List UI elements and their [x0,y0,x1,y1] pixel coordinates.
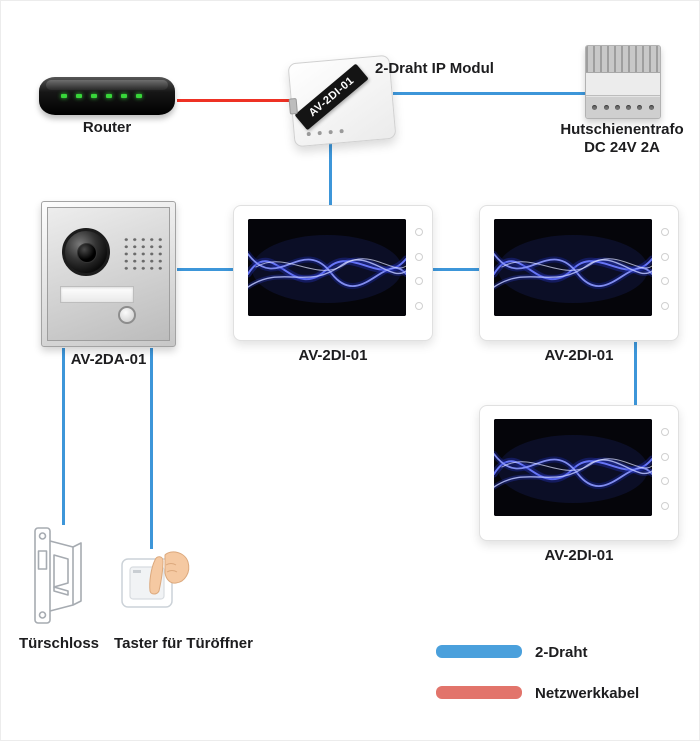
router-led [106,94,112,98]
door-lock-label: Türschloss [18,635,100,652]
monitor-screen [248,219,406,316]
trafo-label-line2: DC 24V 2A [584,139,660,156]
door-opener-button-illustration [121,551,190,608]
ip-module-terminals [306,128,344,137]
door-station-panel [47,207,170,341]
wire-doorstation-to-monitor1 [177,268,233,271]
din-rail-transformer-device [585,45,661,119]
screen-wave-art [494,419,652,516]
monitor3-label: AV-2DI-01 [544,547,614,564]
terminal-hole [317,130,322,136]
router-leds [61,94,142,98]
legend-label-netzwerkkabel: Netzwerkkabel [535,685,640,702]
router-device [39,77,175,115]
router-led [61,94,67,98]
ip-module-label: 2-Draht IP Modul [375,60,494,77]
monitor-icon [661,277,669,286]
unlock-icon [415,301,423,310]
menu-icon [661,228,669,236]
wire-monitor2-to-monitor3 [634,342,637,405]
monitor-icon [661,477,669,486]
door-lock-illustration [34,527,82,624]
router-led [76,94,82,98]
bezel-icons [412,228,426,310]
screen-wave-art [494,219,652,316]
door-station-label: AV-2DA-01 [70,351,147,368]
terminal-screw [637,105,643,110]
monitor-icon [415,277,423,286]
terminal-screw [626,105,632,110]
router-led [136,94,142,98]
door-opener-button-label: Taster für Türöffner [114,635,253,652]
monitor2-label: AV-2DI-01 [544,347,614,364]
legend-bar-netzwerkkabel [436,686,522,699]
talk-icon [415,252,423,261]
terminal-hole [306,131,311,137]
wire-module-to-trafo [393,92,587,95]
router-led [121,94,127,98]
legend-label-2draht: 2-Draht [535,644,588,661]
trafo-label-line1: Hutschienentrafo [560,121,684,138]
speaker-grille [122,236,164,272]
legend-bar-2draht [436,645,522,658]
indoor-monitor-3 [479,405,679,541]
terminal-screw [614,105,620,110]
camera-lens-icon [62,228,110,276]
monitor-screen [494,419,652,516]
trafo-terminals [586,97,660,118]
call-button [118,306,136,324]
router-led [91,94,97,98]
monitor1-label: AV-2DI-01 [298,347,368,364]
screen-wave-art [248,219,406,316]
indoor-monitor-2 [479,205,679,341]
menu-icon [415,228,423,236]
name-plate [60,286,134,303]
terminal-screw [592,105,598,110]
bezel-icons [658,428,672,510]
unlock-icon [661,501,669,510]
monitor-screen [494,219,652,316]
trafo-body [586,73,660,96]
unlock-icon [661,301,669,310]
wire-router-to-module [177,99,293,102]
camera-inner-lens [77,243,97,263]
terminal-hole [339,128,344,134]
bezel-icons [658,228,672,310]
wire-doorstation-to-button [150,348,153,549]
wire-module-to-monitor1 [329,141,332,206]
trafo-vents [586,46,660,73]
talk-icon [661,252,669,261]
router-label: Router [82,119,132,136]
indoor-monitor-1 [233,205,433,341]
ip-module-sticker: AV-2DI-01 [294,63,369,131]
trafo-label: Hutschienentrafo DC 24V 2A [547,121,697,157]
ip-module-port [288,97,298,115]
terminal-hole [328,129,333,135]
menu-icon [661,428,669,436]
wire-doorstation-to-lock [62,348,65,525]
wire-monitor1-to-monitor2 [433,268,479,271]
door-station-device [41,201,176,347]
terminal-screw [603,105,609,110]
terminal-screw [648,105,654,110]
talk-icon [661,452,669,461]
